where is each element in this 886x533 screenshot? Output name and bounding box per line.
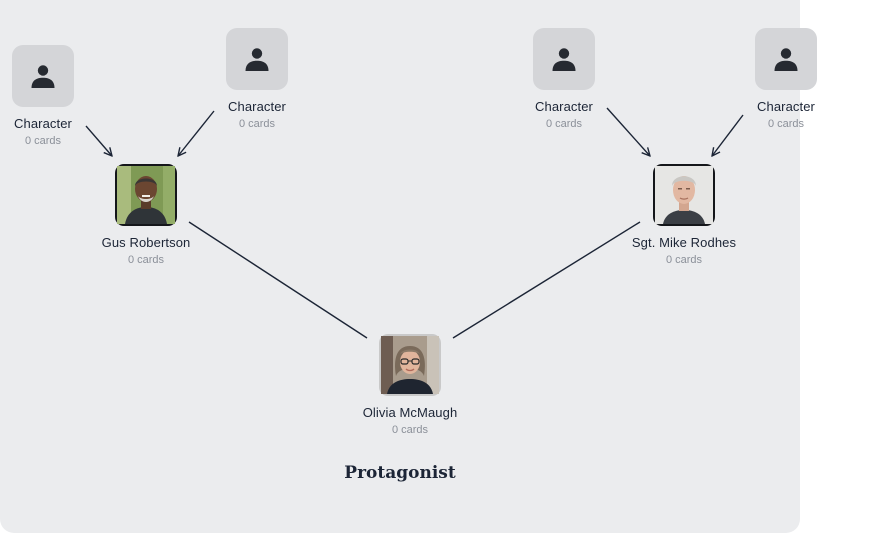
- edge-char-3-to-mike: [606, 107, 650, 156]
- avatar-placeholder: [755, 28, 817, 90]
- node-name: Sgt. Mike Rodhes: [631, 235, 737, 250]
- edge-gus-to-olivia: [188, 221, 368, 339]
- portrait-image: [117, 166, 175, 224]
- portrait-image: [381, 336, 439, 394]
- character-node[interactable]: Character 0 cards: [464, 28, 664, 130]
- character-node[interactable]: Character 0 cards: [0, 45, 143, 147]
- edge-char-1-to-gus: [85, 125, 112, 156]
- avatar-placeholder: [533, 28, 595, 90]
- card-count: 0 cards: [24, 135, 62, 147]
- card-count: 0 cards: [391, 424, 429, 436]
- card-count: 0 cards: [665, 254, 703, 266]
- person-icon: [245, 48, 269, 71]
- edge-char-2-to-gus: [178, 110, 215, 156]
- character-node[interactable]: Character 0 cards: [157, 28, 357, 130]
- node-name: Character: [757, 99, 815, 114]
- avatar-photo: [115, 164, 177, 226]
- character-node-mike[interactable]: Sgt. Mike Rodhes 0 cards: [584, 164, 784, 266]
- edge-mike-to-olivia: [452, 221, 641, 339]
- node-name: Character: [228, 99, 286, 114]
- character-node-gus[interactable]: Gus Robertson 0 cards: [46, 164, 246, 266]
- person-icon: [31, 65, 55, 88]
- group-title: Protagonist: [344, 463, 456, 483]
- portrait-image: [655, 166, 713, 224]
- character-node[interactable]: Character 0 cards: [686, 28, 886, 130]
- card-count: 0 cards: [767, 118, 805, 130]
- person-icon: [552, 48, 576, 71]
- edge-char-4-to-mike: [712, 114, 744, 156]
- card-count: 0 cards: [238, 118, 276, 130]
- avatar-photo: [379, 334, 441, 396]
- avatar-photo: [653, 164, 715, 226]
- node-name: Gus Robertson: [101, 235, 191, 250]
- avatar-placeholder: [12, 45, 74, 107]
- relationship-canvas: Character 0 cards Character 0 cards Char…: [0, 0, 817, 533]
- node-name: Olivia McMaugh: [362, 405, 458, 420]
- connection-lines: [85, 107, 744, 339]
- avatar-placeholder: [226, 28, 288, 90]
- card-count: 0 cards: [545, 118, 583, 130]
- person-icon: [774, 48, 798, 71]
- node-name: Character: [535, 99, 593, 114]
- card-count: 0 cards: [127, 254, 165, 266]
- node-name: Character: [14, 116, 72, 131]
- character-node-olivia[interactable]: Olivia McMaugh 0 cards: [310, 334, 510, 436]
